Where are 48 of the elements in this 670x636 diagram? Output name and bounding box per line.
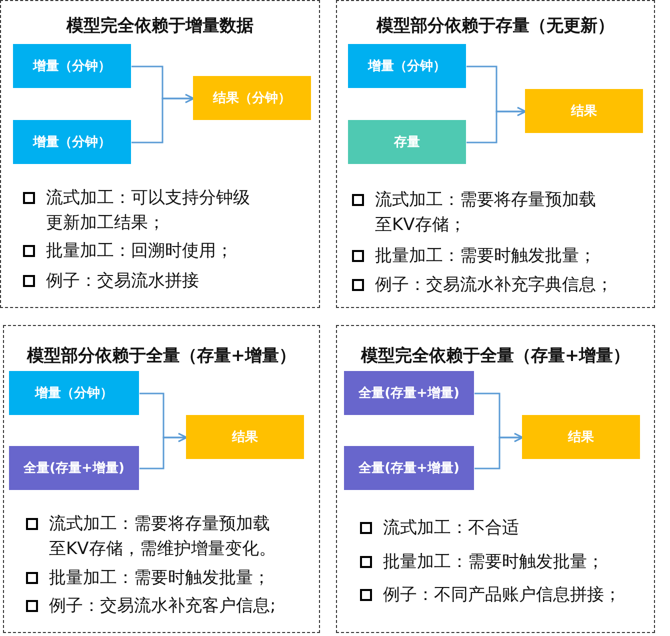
panel-title: 模型部分依赖于全量（存量+增量）	[26, 345, 298, 367]
data-box	[525, 89, 643, 133]
box-label: 增量（分钟）	[33, 134, 111, 151]
bullet-text: 例子：交易流水补充客户信息;	[49, 595, 277, 618]
connector-arrow	[474, 432, 524, 470]
bullet-text: 批量加工：需要时触发批量；	[49, 567, 271, 590]
box-label: 增量（分钟）	[35, 385, 113, 402]
box-label: 结果（分钟）	[213, 90, 291, 107]
panel-title: 模型部分依赖于存量（无更新）	[375, 15, 616, 37]
connector-arrow	[132, 94, 194, 144]
data-box	[348, 44, 466, 88]
dashed-panel	[3, 325, 320, 633]
box-label: 结果	[568, 429, 594, 446]
bullet-text: 例子：交易流水补充字典信息；	[375, 274, 614, 297]
bullet-text: 批量加工：需要时触发批量；	[383, 551, 605, 574]
data-box	[522, 415, 640, 459]
data-box	[186, 415, 304, 459]
dashed-panel	[336, 325, 655, 633]
panel-title: 模型完全依赖于全量（存量+增量）	[360, 345, 632, 367]
box-label: 增量（分钟）	[368, 58, 446, 75]
data-box	[348, 120, 466, 164]
box-label: 增量（分钟）	[33, 58, 111, 75]
box-label: 全量(存量+增量)	[358, 460, 460, 477]
bullet-text: 流式加工：不合适	[383, 517, 520, 540]
data-box	[344, 446, 474, 490]
panel-title: 模型完全依赖于增量数据	[65, 15, 254, 37]
data-box	[13, 44, 131, 88]
data-box	[9, 446, 139, 490]
box-label: 全量(存量+增量)	[358, 385, 460, 402]
dashed-panel	[0, 0, 320, 308]
connector-arrow	[140, 432, 188, 470]
box-label: 存量	[394, 134, 420, 151]
data-box	[13, 120, 131, 164]
box-label: 全量(存量+增量)	[24, 460, 124, 477]
connector-arrow	[466, 106, 526, 144]
box-label: 结果	[571, 103, 597, 120]
bullet-text: 例子：交易流水拼接	[46, 270, 200, 293]
bullet-text: 流式加工：需要将存量预加载至KV存储；	[375, 189, 597, 237]
data-box	[193, 76, 311, 120]
data-box	[9, 371, 139, 415]
bullet-text: 批量加工：回溯时使用；	[46, 240, 234, 263]
bullet-text: 批量加工：需要时触发批量；	[375, 245, 597, 268]
bullet-text: 流式加工：需要将存量预加载至KV存储，需维护增量变化。	[49, 513, 277, 561]
data-box	[344, 371, 474, 415]
dashed-panel	[336, 0, 655, 308]
bullet-text: 例子：不同产品账户信息拼接；	[383, 584, 622, 607]
box-label: 结果	[232, 429, 258, 446]
bullet-text: 流式加工：可以支持分钟级更新加工结果；	[46, 187, 251, 235]
